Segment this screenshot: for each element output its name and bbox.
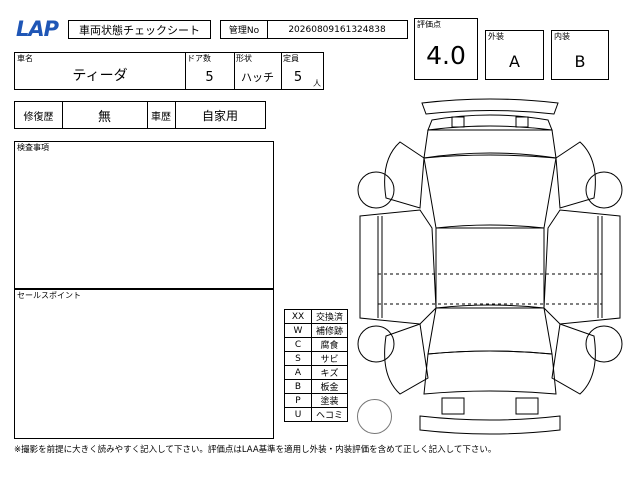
inspection-label: 検査事項: [17, 143, 49, 152]
legend-text: ヘコミ: [311, 407, 348, 422]
shape-value: ハッチ: [241, 71, 274, 84]
sales-point-box: セールスポイント: [14, 289, 274, 439]
legend-code: W: [284, 323, 312, 338]
repair-history-label: 修復歴: [23, 111, 54, 123]
legend-text: 補修跡: [311, 323, 348, 338]
legend-text: 腐食: [311, 337, 348, 352]
car-name-label: 車名: [17, 54, 33, 63]
score-label: 評価点: [417, 20, 441, 29]
repair-history-value: 無: [97, 109, 111, 125]
legend-code: S: [284, 351, 312, 366]
exterior-grade-box: 外装 A: [485, 30, 544, 80]
inspection-box: 検査事項: [14, 141, 274, 289]
car-diagram: [357, 98, 623, 435]
interior-grade-value: B: [574, 51, 586, 71]
legend-code: B: [284, 379, 312, 394]
legend-text: 板金: [311, 379, 348, 394]
interior-grade-label: 内装: [554, 32, 570, 41]
vehicle-history-label: 車歴: [151, 111, 171, 123]
footer-note: ※撮影を前提に大きく読みやすく記入して下さい。評価点はLAA基準を適用し外装・内…: [14, 445, 497, 455]
capacity-unit: 人: [313, 79, 321, 88]
legend-text: サビ: [311, 351, 348, 366]
shape-label: 形状: [236, 54, 252, 63]
sheet-title: 車両状態チェックシート: [68, 20, 211, 39]
legend-code: XX: [284, 309, 312, 324]
management-no-value: 20260809161324838: [288, 24, 386, 35]
legend-code: P: [284, 393, 312, 408]
history-box: 修復歴 無 車歴 自家用: [14, 101, 266, 129]
legend-text: キズ: [311, 365, 348, 380]
exterior-grade-label: 外装: [488, 32, 504, 41]
doors-value: 5: [205, 69, 214, 85]
score-box: 評価点 4.0: [414, 18, 478, 80]
doors-label: ドア数: [187, 54, 211, 63]
legend-code: A: [284, 365, 312, 380]
management-no-label: 管理No: [228, 26, 260, 36]
vehicle-info-box: 車名 ティーダ ドア数 5 形状 ハッチ 定員 5 人: [14, 52, 324, 90]
vehicle-history-value: 自家用: [201, 108, 238, 123]
sheet-title-text: 車両状態チェックシート: [79, 23, 200, 37]
exterior-grade-value: A: [509, 51, 520, 71]
management-no-box: 管理No 20260809161324838: [220, 20, 408, 39]
legend-text: 塗装: [311, 393, 348, 408]
legend-code: C: [284, 337, 312, 352]
sales-point-label: セールスポイント: [17, 291, 81, 300]
legend-text: 交換済: [311, 309, 348, 324]
interior-grade-box: 内装 B: [551, 30, 609, 80]
capacity-label: 定員: [283, 54, 299, 63]
capacity-value: 5: [293, 69, 303, 85]
score-value: 4.0: [426, 40, 466, 70]
legend-code: U: [284, 407, 312, 422]
stamp-circle: [357, 399, 392, 434]
car-name-value: ティーダ: [72, 68, 128, 84]
logo: LAP: [16, 17, 59, 41]
